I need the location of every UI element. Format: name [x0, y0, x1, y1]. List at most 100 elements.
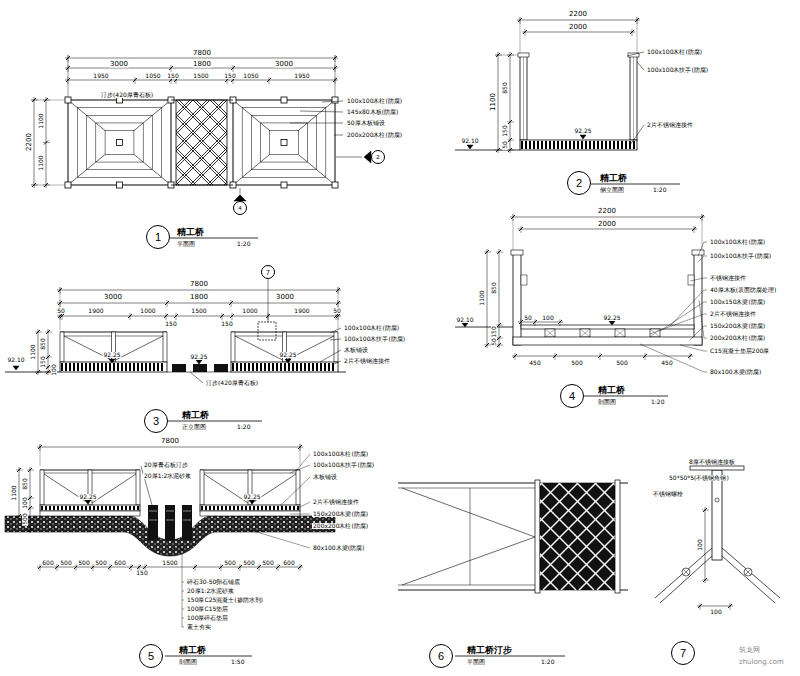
hatch-mark [77, 363, 79, 371]
hatch-mark [105, 506, 107, 510]
leader-line [290, 465, 310, 473]
hatch-mark [89, 506, 91, 510]
hatch-mark [260, 363, 262, 371]
drawing-line [650, 329, 660, 337]
hatch-mark [49, 506, 51, 510]
hatch-mark [213, 506, 215, 510]
dimension-text: 850 [22, 477, 28, 490]
annotation-text: 150厚C25混凝土(掺防水剂) [186, 597, 264, 603]
drawing-line [507, 122, 514, 123]
hatch-mark [308, 363, 310, 371]
dimension-text: 150 [220, 321, 233, 327]
drawing-line [580, 329, 590, 337]
leader-line [640, 344, 707, 372]
dimension-text: 500 [261, 560, 274, 566]
hatch-mark [133, 506, 135, 510]
drawing-line [65, 58, 338, 59]
hatch-mark [221, 506, 223, 510]
view-number: 7 [266, 269, 270, 276]
view-number-circle: 3 [144, 409, 168, 433]
drawing-line [515, 353, 516, 360]
drawing-line [615, 329, 625, 337]
drawing-line [27, 530, 34, 531]
hatch-mark [521, 141, 523, 149]
leader-line [250, 530, 310, 548]
hatch-mark [324, 363, 326, 371]
dimension-text: 50 [491, 337, 497, 347]
drawing-line [31, 185, 65, 186]
drawing-line [213, 100, 227, 185]
drawing-line [559, 483, 615, 590]
drawing-line [645, 353, 646, 360]
annotation-text: 150x200木梁(防腐) [312, 511, 369, 517]
hatch-mark [117, 506, 119, 510]
hatch-mark [613, 141, 615, 149]
drawing-line [521, 226, 522, 233]
drawing-line [335, 55, 336, 98]
drawing-line [240, 564, 241, 571]
hatch-mark [61, 363, 63, 371]
drawing-line [35, 372, 42, 373]
annotation-text: 50*50*5(不锈钢角钢) [668, 475, 730, 481]
hatch-mark [244, 363, 246, 371]
beam-symbol [40, 511, 140, 516]
drawing-line [176, 100, 210, 185]
dimension-text: 1:50 [230, 659, 245, 665]
drawing-line [470, 488, 471, 585]
dimension-text: 500 [22, 512, 28, 525]
hatch-mark [73, 506, 75, 510]
dimension-text: 50 [502, 140, 508, 150]
drawing-line [27, 498, 34, 499]
hatch-mark [129, 363, 131, 371]
hatch-mark [273, 506, 275, 510]
hatch-mark [69, 506, 71, 510]
dimension-text: 1100 [11, 484, 17, 501]
dimension-text: 500 [77, 560, 90, 566]
drawing-line [595, 483, 615, 590]
annotation-text: 200x200木柱(防腐) [709, 335, 766, 341]
hatch-mark [545, 141, 547, 149]
view-number-circle: 7 [671, 641, 695, 665]
hatch-mark [537, 141, 539, 149]
dimension-text: 7800 [160, 438, 180, 445]
drawing-line [545, 329, 555, 337]
drawing-line [540, 483, 594, 590]
view-title: 精工桥 [181, 411, 210, 420]
drawing-line [182, 545, 183, 627]
leader-line [699, 300, 707, 338]
dimension-text: 1950 [92, 73, 109, 79]
leader-line [298, 502, 310, 508]
hatch-mark [93, 506, 95, 510]
annotation-text: 2片不锈钢连接件 [709, 311, 757, 317]
watermark: zhulong.com [738, 659, 785, 666]
drawing-line [68, 100, 105, 131]
drawing-line [182, 618, 184, 619]
annotation-text: 碎石30-50卵石铺底 [186, 579, 241, 585]
leader-line [330, 339, 341, 340]
annotation-text: 50厚木板铺设 [346, 120, 386, 126]
dimension-text: 92.25 [602, 315, 621, 321]
annotation-text: 20厚青石板汀步 [143, 462, 189, 468]
deck-board [233, 100, 335, 185]
dimension-text: 600 [282, 560, 295, 566]
post-symbol [281, 182, 287, 188]
hatch-mark [285, 506, 287, 510]
leader-line [698, 242, 707, 256]
drawing-line [702, 214, 703, 250]
elevation-marker [580, 135, 586, 139]
leader-line [290, 123, 343, 124]
leader-line [680, 345, 707, 351]
drawing-line [38, 329, 39, 375]
handrail-cap [511, 250, 523, 255]
dimension-text: 500 [59, 560, 72, 566]
hatch-mark [217, 506, 219, 510]
annotation-text: 2片不锈钢连接件 [646, 122, 694, 128]
post-symbol [60, 332, 64, 362]
deck-band [231, 362, 338, 372]
drawing-line [398, 590, 540, 591]
annotation-text: 20厚1:2水泥砂浆 [143, 473, 192, 479]
leader-line [698, 256, 707, 262]
drawing-line [580, 329, 590, 337]
drawing-line [221, 564, 222, 571]
hatch-mark [269, 506, 271, 510]
